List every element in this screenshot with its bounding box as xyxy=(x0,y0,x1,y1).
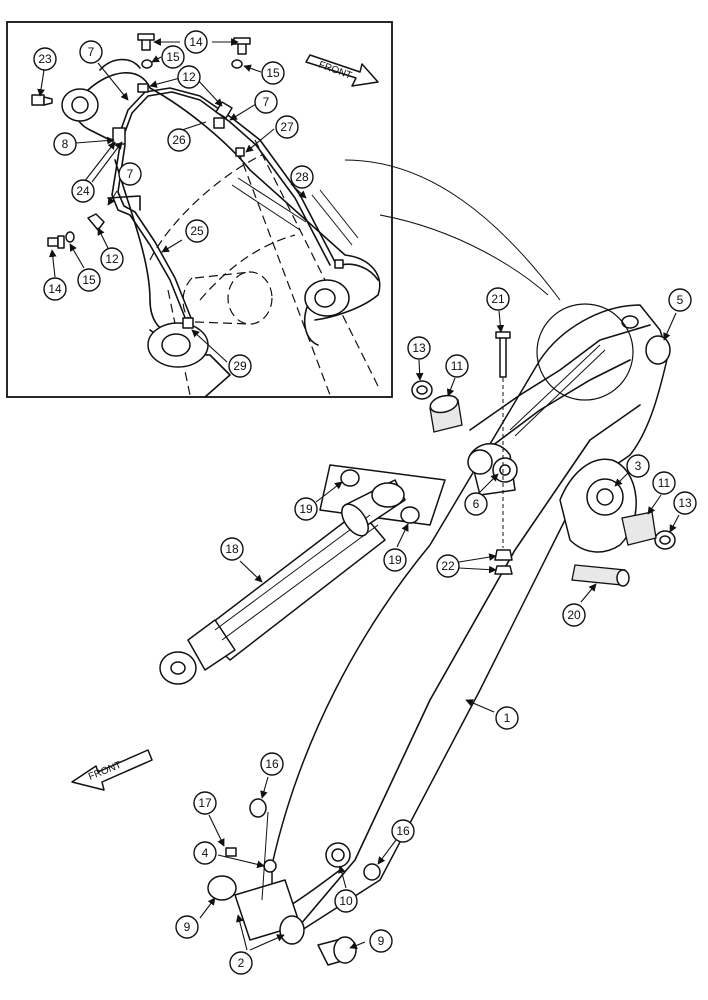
callout-bubble: 29 xyxy=(228,354,252,378)
callout-bubble: 15 xyxy=(161,45,185,69)
callout-label: 13 xyxy=(678,496,692,510)
callout-bubble: 28 xyxy=(290,165,314,189)
callout-bubble: 23 xyxy=(33,47,57,71)
callout-bubble: 12 xyxy=(100,247,124,271)
callout-label: 11 xyxy=(451,359,464,373)
inset-grease-lines xyxy=(31,33,344,329)
callout-label: 20 xyxy=(567,608,581,622)
detail-connector-arc xyxy=(344,159,561,301)
callout-label: 10 xyxy=(339,894,353,908)
callout-label: 29 xyxy=(233,359,247,373)
callout-bubble: 17 xyxy=(193,791,217,815)
callout-bubble: 5 xyxy=(668,288,692,312)
callout-bubble: 7 xyxy=(118,162,142,186)
callout-bubble: 1 xyxy=(495,706,519,730)
leader-lines xyxy=(37,38,680,951)
callout-label: 11 xyxy=(658,476,671,490)
callout-label: 4 xyxy=(202,846,209,860)
front-arrow-main: FRONT xyxy=(71,749,153,791)
inset-callouts: 23 7 14 15 12 15 7 8 26 27 24 7 28 25 14… xyxy=(33,30,314,378)
callout-label: 7 xyxy=(127,167,134,181)
inset-boom-outline xyxy=(61,58,381,398)
callout-bubble: 15 xyxy=(261,61,285,85)
callout-label: 23 xyxy=(38,52,52,66)
callout-bubble: 2 xyxy=(229,951,253,975)
callout-label: 12 xyxy=(182,70,196,84)
callout-label: 27 xyxy=(280,120,294,134)
callout-label: 5 xyxy=(677,293,684,307)
callout-label: 26 xyxy=(172,133,186,147)
callout-bubble: 19 xyxy=(383,548,407,572)
callout-bubble: 7 xyxy=(254,90,278,114)
callout-label: 3 xyxy=(635,459,642,473)
callout-label: 21 xyxy=(491,292,505,306)
detail-circle xyxy=(536,303,634,401)
callout-bubble: 6 xyxy=(464,492,488,516)
callout-label: 9 xyxy=(184,920,191,934)
callout-bubble: 14 xyxy=(43,277,67,301)
callout-label: 7 xyxy=(88,45,95,59)
callout-label: 16 xyxy=(265,757,279,771)
callout-label: 14 xyxy=(48,282,62,296)
callout-bubble: 24 xyxy=(71,179,95,203)
callout-bubble: 26 xyxy=(167,128,191,152)
callout-bubble: 9 xyxy=(369,929,393,953)
callout-label: 17 xyxy=(198,796,212,810)
callout-bubble: 19 xyxy=(294,497,318,521)
callout-label: 12 xyxy=(105,252,119,266)
callout-label: 25 xyxy=(190,224,204,238)
callout-bubble: 15 xyxy=(77,268,101,292)
callout-bubble: 11 xyxy=(445,354,469,378)
detail-connector-arc-2 xyxy=(379,214,549,296)
callout-bubble: 27 xyxy=(275,115,299,139)
callout-bubble: 11 xyxy=(652,471,676,495)
loose-parts xyxy=(207,331,676,966)
callout-label: 19 xyxy=(388,553,402,567)
callout-label: 6 xyxy=(473,497,480,511)
callout-label: 18 xyxy=(225,542,239,556)
callout-label: 13 xyxy=(412,341,426,355)
callout-bubble: 7 xyxy=(79,40,103,64)
callout-label: 2 xyxy=(238,956,245,970)
callout-bubble: 4 xyxy=(193,841,217,865)
main-assembly: FRONT xyxy=(71,303,676,966)
callout-label: 1 xyxy=(504,711,511,725)
callout-bubble: 10 xyxy=(334,889,358,913)
callout-label: 19 xyxy=(299,502,313,516)
callout-bubble: 16 xyxy=(391,819,415,843)
callout-bubble: 16 xyxy=(260,752,284,776)
callout-bubble: 8 xyxy=(53,132,77,156)
callout-bubble: 3 xyxy=(626,454,650,478)
callout-bubble: 25 xyxy=(185,219,209,243)
callout-label: 28 xyxy=(295,170,309,184)
callout-label: 22 xyxy=(441,559,455,573)
callout-bubble: 18 xyxy=(220,537,244,561)
callout-label: 8 xyxy=(62,137,69,151)
main-callouts: 21 5 13 11 3 11 13 19 6 19 22 18 20 1 16… xyxy=(175,287,697,975)
callout-bubble: 22 xyxy=(436,554,460,578)
boom-body xyxy=(234,303,671,945)
callout-label: 24 xyxy=(76,184,90,198)
callout-bubble: 13 xyxy=(673,491,697,515)
callout-bubble: 12 xyxy=(177,65,201,89)
callout-label: 15 xyxy=(266,66,280,80)
callout-bubble: 13 xyxy=(407,336,431,360)
callout-bubble: 14 xyxy=(184,30,208,54)
callout-label: 16 xyxy=(396,824,410,838)
callout-label: 7 xyxy=(263,95,270,109)
callout-label: 14 xyxy=(189,35,203,49)
callout-label: 9 xyxy=(378,934,385,948)
callout-label: 15 xyxy=(82,273,96,287)
callout-bubble: 20 xyxy=(562,603,586,627)
callout-bubble: 9 xyxy=(175,915,199,939)
callout-label: 15 xyxy=(166,50,180,64)
callout-bubble: 21 xyxy=(486,287,510,311)
